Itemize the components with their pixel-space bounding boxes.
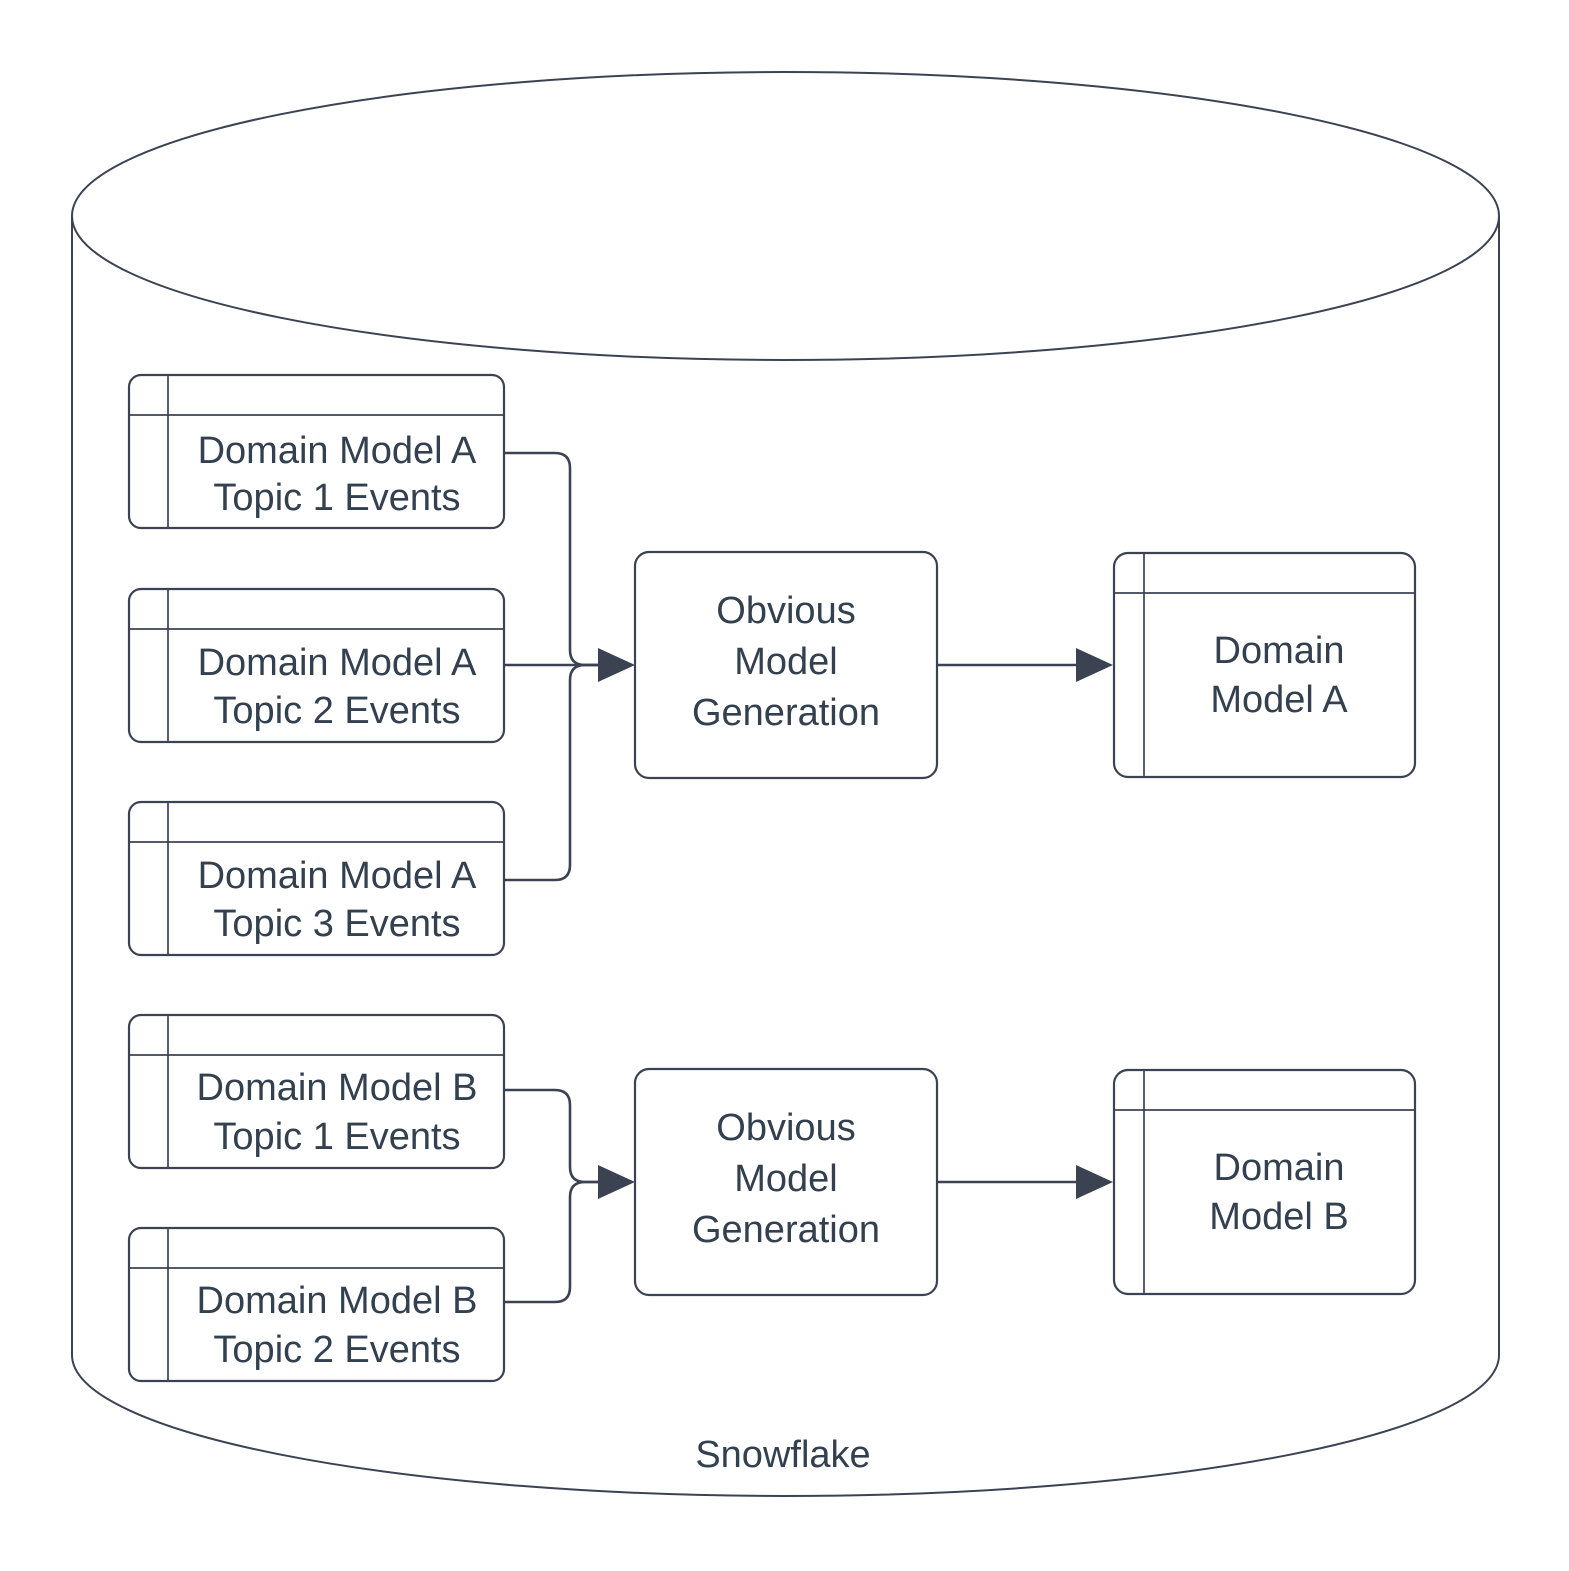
process-label-line1: Obvious: [716, 1107, 855, 1149]
table-label-line2: Topic 3 Events: [213, 903, 460, 945]
cylinder-bottom-arc: [71, 1354, 1500, 1497]
table-outline: [127, 587, 506, 744]
process-label-line3: Generation: [692, 692, 880, 734]
process-outline: [633, 550, 939, 780]
process-label-line2: Model: [734, 1158, 838, 1200]
table-label-line1: Domain: [1214, 1147, 1345, 1189]
connector-group-b: [504, 1088, 635, 1304]
source-table-a-topic-3[interactable]: Domain Model A Topic 3 Events: [127, 800, 506, 957]
table-outline: [127, 800, 506, 957]
table-label-line2: Topic 1 Events: [213, 1116, 460, 1158]
source-table-a-topic-2[interactable]: Domain Model A Topic 2 Events: [127, 587, 506, 744]
table-label-line1: Domain Model A: [198, 430, 477, 472]
table-label-line2: Topic 1 Events: [213, 477, 460, 519]
cylinder-top-ellipse: [71, 71, 1500, 361]
edge-b-topic-1-to-omg-b: [504, 1088, 600, 1184]
table-label-line1: Domain Model B: [197, 1067, 478, 1109]
table-label-line2: Model A: [1210, 679, 1348, 721]
edge-a-topic-3-to-omg-a: [504, 663, 600, 882]
output-table-model-a[interactable]: Domain Model A: [1112, 551, 1417, 779]
process-label-line2: Model: [734, 641, 838, 683]
table-outline: [127, 373, 506, 530]
arrowhead-into-omg-a: [598, 648, 635, 682]
table-label-line2: Model B: [1209, 1196, 1348, 1238]
table-outline: [1112, 1068, 1417, 1296]
process-outline: [633, 1067, 939, 1297]
process-omg-a[interactable]: Obvious Model Generation: [633, 550, 939, 780]
arrowhead-into-model-b: [1076, 1165, 1113, 1199]
connector-group-b-output: [937, 1165, 1113, 1199]
connector-group-a-output: [937, 648, 1113, 682]
output-table-model-b[interactable]: Domain Model B: [1112, 1068, 1417, 1296]
table-label-line1: Domain Model B: [197, 1280, 478, 1322]
table-outline: [127, 1226, 506, 1383]
process-label-line1: Obvious: [716, 590, 855, 632]
table-label-line2: Topic 2 Events: [213, 690, 460, 732]
process-label-line3: Generation: [692, 1209, 880, 1251]
snowflake-cylinder: [71, 71, 1500, 1497]
table-outline: [127, 1013, 506, 1170]
source-table-b-topic-1[interactable]: Domain Model B Topic 1 Events: [127, 1013, 506, 1170]
arrowhead-into-omg-b: [598, 1165, 635, 1199]
connector-group-a: [504, 451, 635, 882]
table-label-line1: Domain Model A: [198, 642, 477, 684]
table-label-line2: Topic 2 Events: [213, 1329, 460, 1371]
process-omg-b[interactable]: Obvious Model Generation: [633, 1067, 939, 1297]
source-table-a-topic-1[interactable]: Domain Model A Topic 1 Events: [127, 373, 506, 530]
source-table-b-topic-2[interactable]: Domain Model B Topic 2 Events: [127, 1226, 506, 1383]
arrowhead-into-model-a: [1076, 648, 1113, 682]
table-outline: [1112, 551, 1417, 779]
cylinder-label: Snowflake: [695, 1434, 870, 1476]
table-label-line1: Domain: [1214, 630, 1345, 672]
edge-b-topic-2-to-omg-b: [504, 1180, 600, 1304]
edge-a-topic-1-to-omg-a: [504, 451, 600, 667]
table-label-line1: Domain Model A: [198, 855, 477, 897]
